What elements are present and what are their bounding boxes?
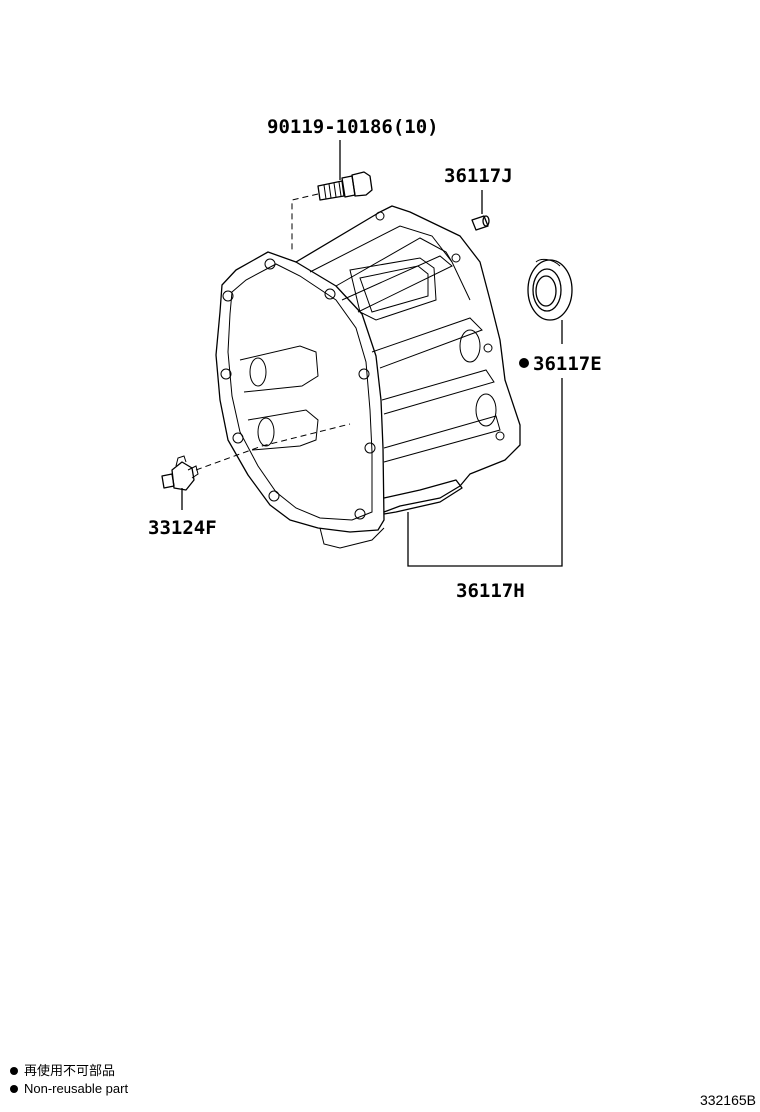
bullet-icon [10, 1067, 18, 1075]
callout-bolt: 90119-10186(10) [267, 116, 439, 138]
non-reusable-marker [519, 358, 529, 368]
callout-pin: 36117J [444, 165, 513, 187]
fitting-guide-line [195, 423, 351, 471]
callout-housing: 36117H [456, 580, 525, 602]
legend-en-label: Non-reusable part [24, 1081, 129, 1096]
oil-seal-part [527, 258, 573, 321]
transmission-case-part [215, 205, 521, 549]
pin-part [471, 215, 490, 231]
legend: 再使用不可部品 Non-reusable part [10, 1062, 128, 1098]
bolt-part [317, 171, 373, 201]
legend-row-en: Non-reusable part [10, 1080, 128, 1098]
callout-seal: 36117E [533, 353, 602, 375]
housing-leader [407, 378, 563, 567]
diagram-code: 332165B [699, 1092, 756, 1108]
legend-row-jp: 再使用不可部品 [10, 1062, 128, 1080]
bullet-icon [10, 1085, 18, 1093]
legend-jp-label: 再使用不可部品 [24, 1063, 116, 1078]
bolt-guide-line [291, 193, 319, 250]
fitting-part [161, 455, 199, 491]
callout-fitting: 33124F [148, 517, 217, 539]
